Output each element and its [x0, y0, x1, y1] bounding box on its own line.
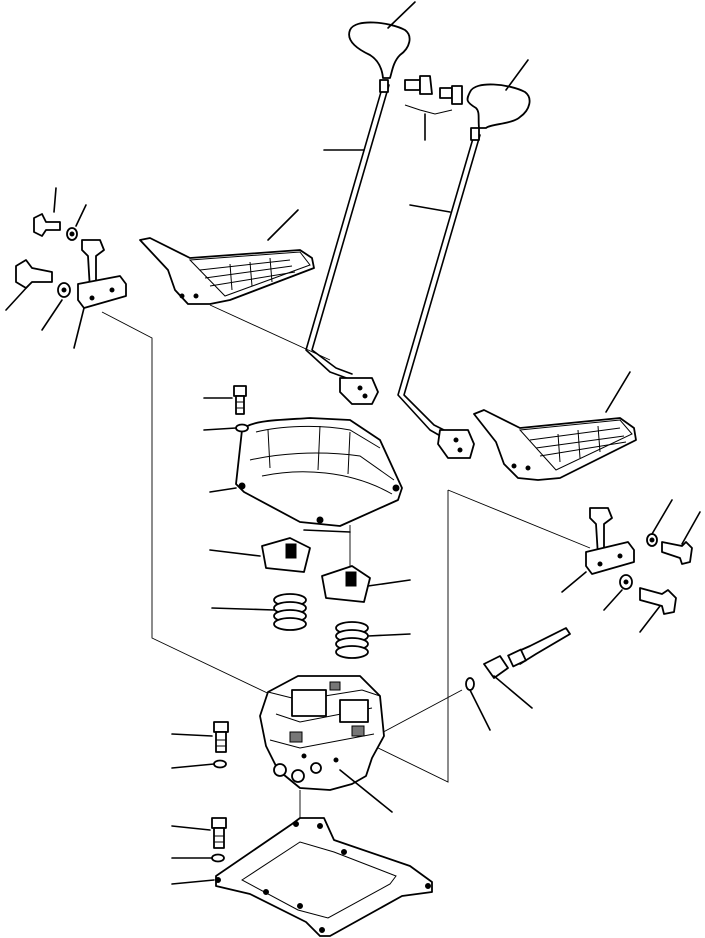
right-pedal: [473, 371, 637, 481]
left-lever-rod: [305, 79, 390, 405]
right-bracket: [561, 507, 635, 593]
left-bolts-washers: [5, 187, 87, 331]
valve-bolt: [171, 721, 229, 769]
cover: [209, 417, 403, 533]
right-lever-knob: [466, 59, 531, 129]
valve-body: [259, 675, 393, 813]
right-bolts-washers: [603, 499, 701, 633]
fitting: [465, 627, 571, 731]
cover-bolt: [203, 385, 249, 433]
plate-bolt: [171, 817, 227, 863]
spring-seats: [209, 537, 411, 603]
right-lever-rod: [397, 127, 481, 459]
left-bracket: [73, 239, 127, 349]
left-lever-knob: [348, 1, 416, 79]
top-bolts: [404, 75, 463, 141]
springs: [211, 593, 411, 659]
left-pedal: [139, 209, 315, 305]
base-plate: [171, 817, 433, 937]
